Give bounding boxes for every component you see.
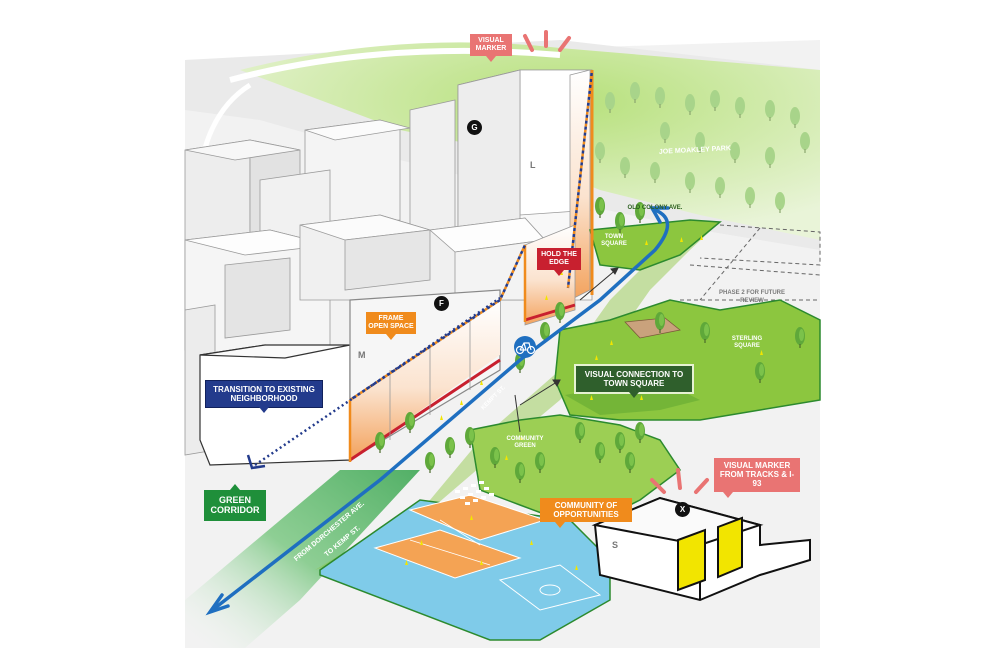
callout-hold-the-edge: HOLD THE EDGE: [537, 248, 581, 277]
label-sterling-square: STERLING SQUARE: [731, 336, 763, 350]
building-label-m: M: [358, 350, 366, 360]
label-community-green: COMMUNITY GREEN: [506, 436, 544, 450]
marker-g: G: [467, 120, 482, 135]
burst-icon: [523, 30, 709, 494]
marker-x: X: [675, 502, 690, 517]
callout-visual-marker-tracks: VISUAL MARKER FROM TRACKS & I-93: [714, 458, 800, 498]
transition-arrow-head: [246, 454, 266, 470]
callout-green-corridor: GREEN CORRIDOR: [204, 484, 266, 521]
path-arrow-icon: [205, 593, 230, 616]
building-s: [591, 496, 811, 602]
marker-f: F: [434, 296, 449, 311]
seating-grid: [455, 481, 494, 505]
label-town-square: TOWN SQUARE: [601, 234, 627, 248]
label-phase-2: PHASE 2 FOR FUTURE REVIEW: [718, 290, 785, 304]
building-label-s: S: [612, 540, 619, 550]
green-corridor-band: [185, 470, 420, 648]
visual-connection-arrows: [514, 267, 619, 433]
callout-community-of-opportunities: COMMUNITY OF OPPORTUNITIES: [540, 498, 632, 529]
callout-transition: TRANSITION TO EXISTING NEIGHBORHOOD: [205, 380, 323, 414]
path-arrow-icon-north: [648, 206, 670, 224]
bike-path: [213, 208, 670, 610]
callout-frame-open-space: FRAME OPEN SPACE: [366, 312, 416, 341]
callout-visual-marker: VISUAL MARKER: [470, 34, 512, 63]
label-old-colony-ave: OLD COLONY AVE.: [627, 205, 683, 211]
bicycle-icon: [514, 336, 536, 358]
building-label-l: L: [530, 160, 536, 170]
linear-park: [315, 219, 821, 570]
sports-courts: [319, 494, 611, 641]
callout-visual-connection: VISUAL CONNECTION TO TOWN SQUARE: [574, 364, 694, 399]
